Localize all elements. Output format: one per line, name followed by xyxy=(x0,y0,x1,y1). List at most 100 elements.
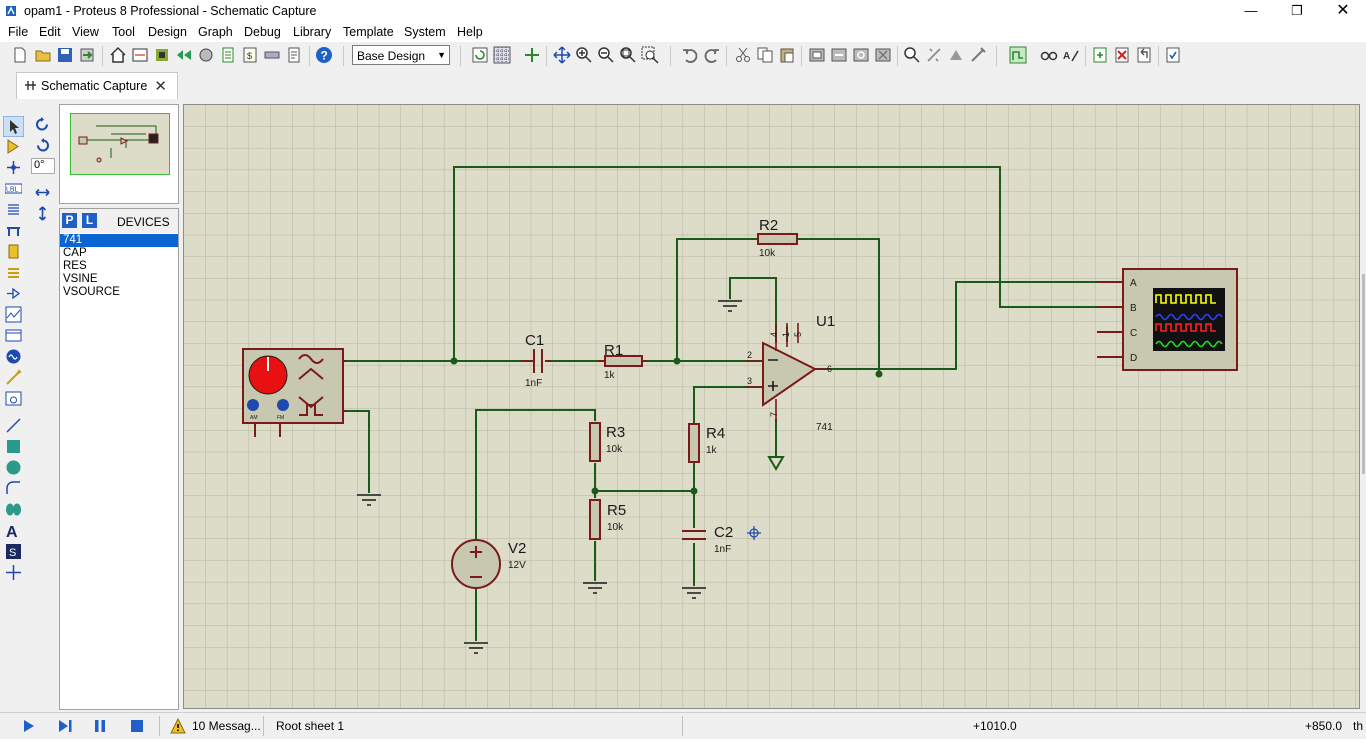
open-folder-icon[interactable] xyxy=(34,46,52,64)
redo-icon[interactable] xyxy=(703,46,721,64)
pan-icon[interactable] xyxy=(553,46,571,64)
device-item-vsine[interactable]: VSINE xyxy=(63,273,98,285)
origin-icon[interactable] xyxy=(523,46,541,64)
pick-device-icon[interactable] xyxy=(903,46,921,64)
step-icon[interactable] xyxy=(57,718,73,734)
menu-file[interactable]: File xyxy=(8,25,29,39)
minimize-button[interactable]: — xyxy=(1244,3,1258,18)
block-copy-icon[interactable] xyxy=(808,46,826,64)
cut-icon[interactable] xyxy=(734,46,752,64)
resistor-r5[interactable] xyxy=(589,499,601,540)
menu-template[interactable]: Template xyxy=(343,25,394,39)
signal-generator[interactable] xyxy=(242,348,346,437)
overview-window[interactable] xyxy=(59,104,179,204)
decompose-icon[interactable] xyxy=(969,46,987,64)
circle-tool-icon[interactable] xyxy=(5,459,22,476)
device-item-741[interactable]: 741 xyxy=(60,234,178,247)
dc-source-v2[interactable] xyxy=(451,539,501,589)
sub-circuit-icon[interactable] xyxy=(5,243,22,260)
wire-autorouter-icon[interactable] xyxy=(1009,46,1027,64)
device-item-cap[interactable]: CAP xyxy=(63,247,87,259)
generator-mode-icon[interactable] xyxy=(5,348,22,365)
resistor-r1[interactable] xyxy=(597,355,647,367)
import-icon[interactable] xyxy=(78,46,96,64)
new-sheet-icon[interactable] xyxy=(1091,46,1109,64)
exit-to-parent-icon[interactable] xyxy=(1135,46,1153,64)
symbol-tool-icon[interactable]: S xyxy=(5,543,22,560)
messages-count[interactable]: 10 Messag... xyxy=(192,719,261,733)
capacitor-c1[interactable] xyxy=(521,349,551,373)
warning-icon[interactable] xyxy=(170,718,186,734)
rotate-anticlockwise-icon[interactable] xyxy=(34,137,51,154)
new-file-icon[interactable] xyxy=(11,46,29,64)
text-tool-icon[interactable]: A xyxy=(5,522,22,539)
terminals-icon[interactable] xyxy=(5,264,22,281)
vertical-scrollbar[interactable] xyxy=(1361,104,1366,709)
zoom-all-icon[interactable] xyxy=(619,46,637,64)
voltage-probe-icon[interactable] xyxy=(5,369,22,386)
zoom-in-icon[interactable] xyxy=(575,46,593,64)
device-pins-icon[interactable] xyxy=(5,285,22,302)
electrical-rule-check-icon[interactable] xyxy=(1164,46,1182,64)
pick-devices-button[interactable]: P xyxy=(62,213,77,228)
close-tab-icon[interactable]: ✕ xyxy=(154,78,167,95)
design-variant-select[interactable]: Base Design ▼ xyxy=(352,45,450,65)
pcb-layout-icon[interactable] xyxy=(153,46,171,64)
grid-toggle-icon[interactable] xyxy=(493,46,511,64)
gerber-viewer-icon[interactable] xyxy=(175,46,193,64)
capacitor-c2[interactable] xyxy=(682,530,706,540)
block-rotate-icon[interactable] xyxy=(852,46,870,64)
refresh-icon[interactable] xyxy=(471,46,489,64)
notes-icon[interactable] xyxy=(285,46,303,64)
zoom-area-icon[interactable] xyxy=(641,46,659,64)
block-move-icon[interactable] xyxy=(830,46,848,64)
zoom-out-icon[interactable] xyxy=(597,46,615,64)
help-icon[interactable]: ? xyxy=(315,46,333,64)
remove-sheet-icon[interactable] xyxy=(1113,46,1131,64)
component-mode-icon[interactable] xyxy=(5,138,22,155)
selection-mode-icon[interactable] xyxy=(3,116,24,137)
home-icon[interactable] xyxy=(109,46,127,64)
tab-schematic-capture[interactable]: Schematic Capture ✕ xyxy=(16,72,178,99)
line-tool-icon[interactable] xyxy=(5,417,22,434)
undo-icon[interactable] xyxy=(681,46,699,64)
buses-icon[interactable] xyxy=(5,222,22,239)
resistor-r4[interactable] xyxy=(688,423,700,463)
menu-view[interactable]: View xyxy=(72,25,99,39)
menu-graph[interactable]: Graph xyxy=(198,25,233,39)
menu-system[interactable]: System xyxy=(404,25,446,39)
box-tool-icon[interactable] xyxy=(5,438,22,455)
resistor-r3[interactable] xyxy=(589,422,601,462)
menu-debug[interactable]: Debug xyxy=(244,25,281,39)
menu-library[interactable]: Library xyxy=(293,25,332,39)
device-item-vsource[interactable]: VSOURCE xyxy=(63,286,120,298)
pause-icon[interactable] xyxy=(92,718,108,734)
source-code-icon[interactable] xyxy=(263,46,281,64)
menu-edit[interactable]: Edit xyxy=(39,25,61,39)
rotation-angle-field[interactable]: 0° xyxy=(31,158,55,174)
opamp-u1[interactable] xyxy=(746,323,829,421)
library-manager-button[interactable]: L xyxy=(82,213,97,228)
save-icon[interactable] xyxy=(56,46,74,64)
search-tag-icon[interactable] xyxy=(1040,46,1058,64)
path-tool-icon[interactable] xyxy=(5,501,22,518)
virtual-instruments-icon[interactable] xyxy=(5,390,22,407)
wire-label-icon[interactable]: LBL xyxy=(5,180,22,197)
paste-icon[interactable] xyxy=(778,46,796,64)
device-item-res[interactable]: RES xyxy=(63,260,87,272)
copy-icon[interactable] xyxy=(756,46,774,64)
mirror-vertical-icon[interactable] xyxy=(34,205,51,222)
close-window-button[interactable]: ✕ xyxy=(1336,2,1350,19)
junction-dot-icon[interactable] xyxy=(5,159,22,176)
block-delete-icon[interactable] xyxy=(874,46,892,64)
packaging-tool-icon[interactable] xyxy=(947,46,965,64)
schematic-canvas[interactable]: C1 1nF R1 1k R2 10k R3 10k R4 1k R5 10k … xyxy=(183,104,1360,709)
stop-icon[interactable] xyxy=(129,718,145,734)
marker-tool-icon[interactable] xyxy=(5,564,22,581)
menu-tool[interactable]: Tool xyxy=(112,25,135,39)
design-explorer-icon[interactable]: $ xyxy=(241,46,259,64)
graph-mode-icon[interactable] xyxy=(5,306,22,323)
menu-help[interactable]: Help xyxy=(457,25,483,39)
make-device-icon[interactable] xyxy=(925,46,943,64)
schematic-icon[interactable] xyxy=(131,46,149,64)
